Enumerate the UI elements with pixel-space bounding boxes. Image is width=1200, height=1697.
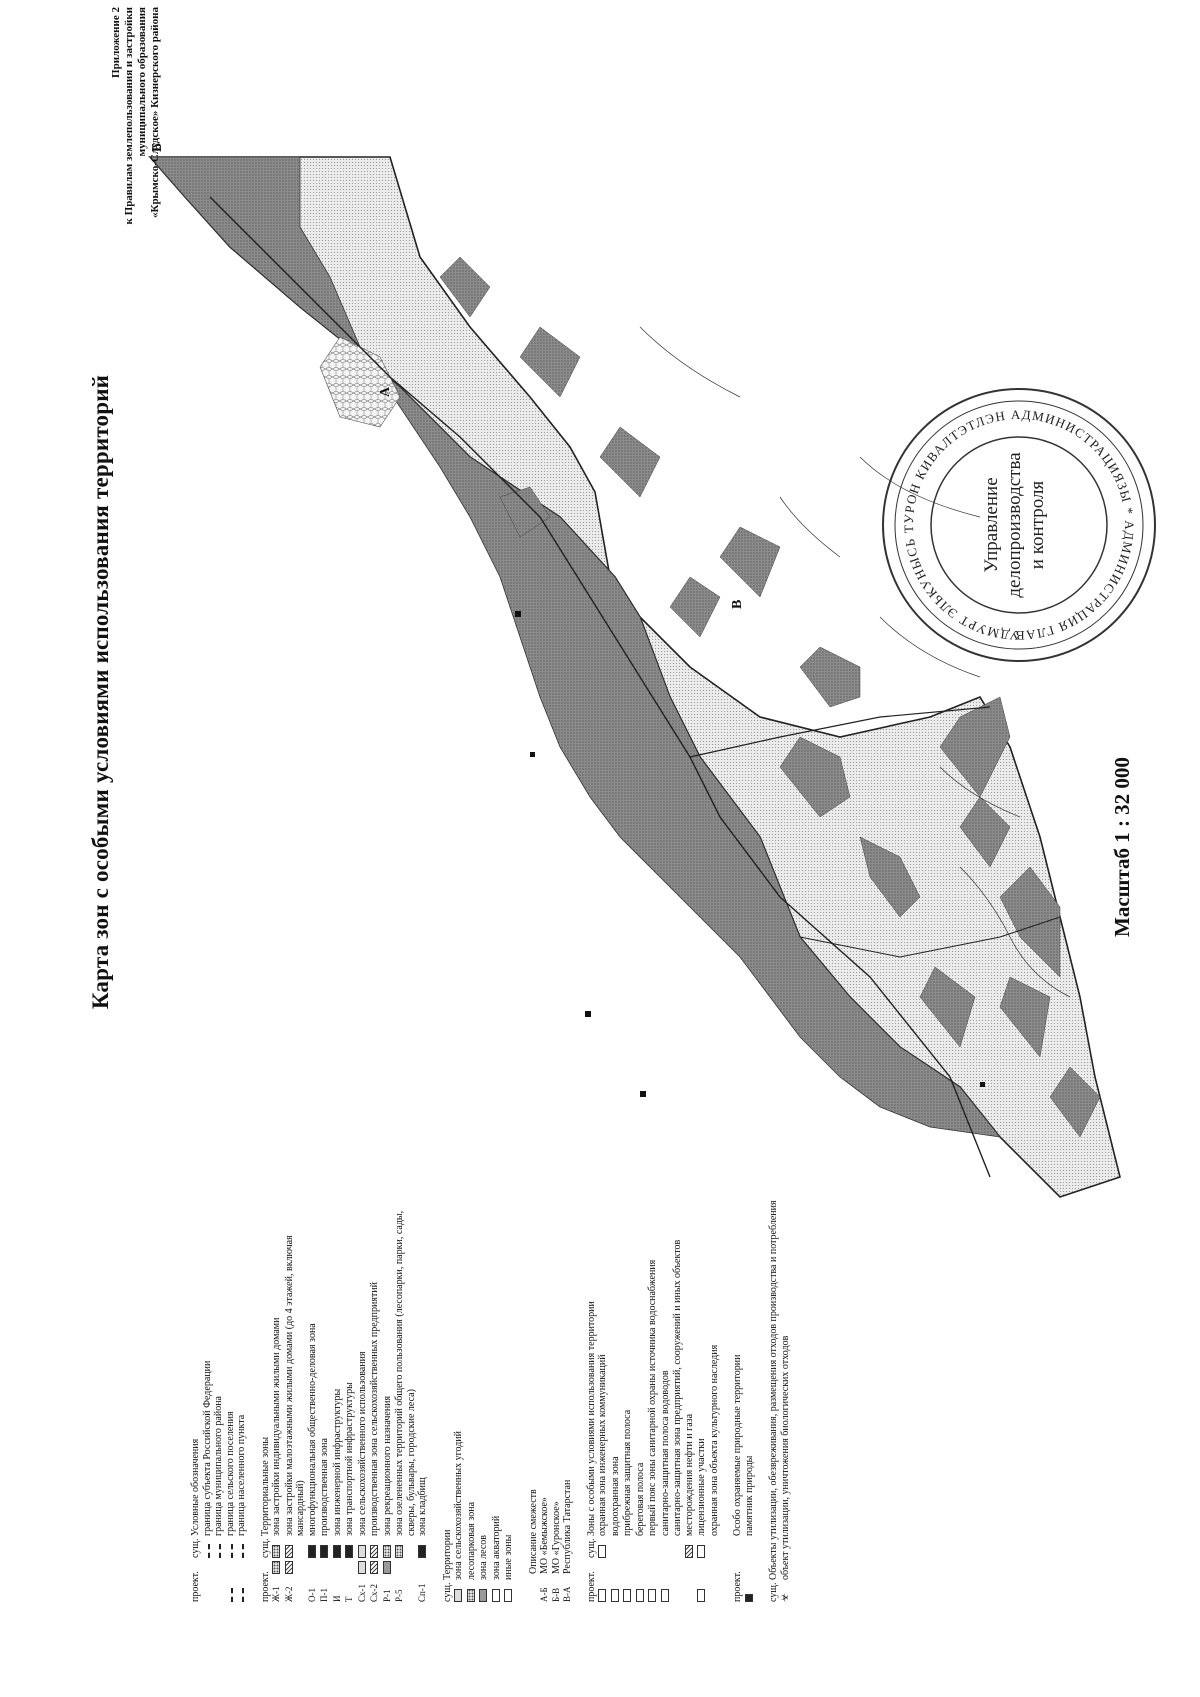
map-title: Карта зон с особыми условиями использова… [88, 374, 113, 1010]
zone-code: Т [344, 1596, 354, 1603]
hdr-proj: проект. [585, 1571, 597, 1602]
territory-item: зона акваторий [490, 1515, 502, 1580]
zone-label: зона застройки малоэтажными жилыми домам… [283, 1235, 307, 1536]
waste-item: объект утилизации, уничтожения биологиче… [779, 1335, 791, 1580]
map-scale: Масштаб 1 : 32 000 [1110, 757, 1134, 937]
special-item: водоохранная зона [609, 1456, 621, 1536]
neighbor-label: МО «Бемыжское» [539, 1497, 550, 1574]
zone-label: зона сельскохозяйственного использования [356, 1351, 368, 1536]
legend-title: Территории [441, 1529, 453, 1580]
special-item: лицензионные участки [696, 1438, 707, 1536]
zone-code: О-1 [306, 1588, 317, 1602]
special-item: первый пояс зоны санитарной охраны источ… [647, 1259, 658, 1536]
official-stamp [882, 388, 1156, 662]
stamp-line-3: и контроля [1027, 480, 1048, 570]
streams [639, 326, 1071, 998]
zone-code: Р-1 [381, 1589, 392, 1602]
neighbor-code: В-А [562, 1586, 572, 1603]
boundary-letter-a: А [378, 386, 393, 397]
legend-item: граница субъекта Российской Федерации [201, 1360, 213, 1536]
stamp-ring-text: УДМУРТ ЭЛЬКУНЫСЬ ТУРОН КИВАЛТЭТЛЭН АДМИН… [895, 407, 1137, 661]
stamp-line-2: делопроизводства [1004, 452, 1025, 598]
zone-code: Ж-1 [271, 1586, 281, 1602]
zone-label: зона инженерной инфраструктуры [331, 1388, 343, 1536]
legend-special-zones: проект. сущ. Зоны с особыми условиями ис… [586, 1182, 721, 1602]
hdr-sush: сущ. [441, 1582, 453, 1602]
zone-label: производственная зона сельскохозяйственн… [369, 1281, 380, 1536]
neighbor-label: МО «Гуронское» [550, 1501, 562, 1574]
protected-item: памятник природы [743, 1455, 755, 1536]
special-item: прибрежная защитная полоса [622, 1409, 633, 1536]
zone-label: многофункциональная общественно-деловая … [306, 1323, 318, 1536]
zone-code: Р-5 [394, 1589, 404, 1602]
zone-label: зона кладбищ [417, 1477, 428, 1536]
settlement-markers [515, 611, 985, 1097]
hdr-sush: сущ. [585, 1538, 597, 1558]
legend-title: Территориальные зоны [259, 1436, 271, 1536]
territory-item: лесопарковая зона [465, 1501, 477, 1580]
zone-code: И [331, 1595, 342, 1603]
hdr-sush: сущ. [768, 1582, 779, 1602]
map-legend: проект. сущ. Условные обозначения границ… [190, 1182, 803, 1602]
legend-conventional: проект. сущ. Условные обозначения границ… [190, 1182, 248, 1602]
boundary-letter-v: В [730, 599, 745, 609]
zone-label: зона рекреационного назначения [381, 1395, 393, 1536]
zone-label: зона озелененных территорий общего польз… [394, 1210, 417, 1536]
protected-area-zone [319, 336, 401, 428]
zone-label: зона транспортной инфраструктуры [344, 1382, 355, 1536]
legend-item: граница сельского поселения [224, 1411, 236, 1536]
special-item: охранная зона инженерных коммуникаций [597, 1354, 608, 1536]
zone-code: Ж-2 [283, 1586, 294, 1602]
neighbor-label: Республика Татарстан [562, 1479, 573, 1574]
special-item: санитарно-защитная зона предприятий, соо… [672, 1239, 683, 1536]
legend-item: граница населенного пункта [236, 1414, 247, 1536]
boundary-letter-b: Б [150, 142, 165, 152]
territory-item: зона сельскохозяйственных угодий [453, 1431, 464, 1580]
forest-patches [439, 256, 1101, 1138]
special-item: месторождения нефти и газа [683, 1413, 695, 1536]
zone-label: производственная зона [319, 1438, 330, 1536]
hdr-proj: проект. [732, 1571, 743, 1602]
appendix-line-3: муниципального образования [136, 7, 148, 157]
hdr-sush: сущ. [190, 1538, 201, 1558]
legend-item: граница муниципального района [213, 1396, 224, 1536]
zone-code: Сп-1 [417, 1583, 427, 1602]
territory-item: иные зоны [503, 1534, 514, 1580]
hdr-sush: сущ. [259, 1538, 271, 1558]
roads [209, 196, 1061, 1178]
zone-code: П-1 [319, 1588, 329, 1602]
legend-neighbors: Описание смежеств А-Б МО «Бемыжское» Б-В М… [528, 1182, 574, 1602]
hdr-proj: проект. [259, 1571, 271, 1602]
special-item: береговая полоса [634, 1462, 646, 1536]
special-item: охранная зона объекта культурного наслед… [708, 1344, 720, 1536]
zone-code: Сх-2 [369, 1584, 379, 1602]
territory-item: зона лесов [478, 1534, 489, 1580]
stamp-center: Управление делопроизводства и контроля [980, 389, 1049, 661]
stamp-line-1: Управление [981, 477, 1002, 573]
legend-protected: проект. Особо охраняемые природные терри… [732, 1182, 756, 1602]
legend-zones: проект. сущ. Территориальные зоны Ж-1 зон… [260, 1182, 430, 1602]
zone-code: Сх-1 [356, 1584, 367, 1602]
legend-title: Особо охраняемые природные территории [732, 1354, 743, 1536]
appendix-line-2: к Правилам землепользования и застройки [123, 7, 135, 225]
appendix-note: Приложение 2 к Правилам землепользования… [110, 7, 162, 257]
zone-label: зона застройки индивидуальными жилыми до… [271, 1317, 282, 1537]
neighbor-code: А-Б [539, 1587, 549, 1602]
legend-territories: сущ. Территории зона сельскохозяйственны… [442, 1182, 516, 1602]
hdr-proj: проект. [190, 1571, 201, 1602]
appendix-line-1: Приложение 2 [110, 7, 122, 78]
biohazard-icon: ☣ [779, 1593, 791, 1602]
legend-title: Объекты утилизации, обезвреживания, разм… [768, 1200, 779, 1580]
legend-waste: сущ. Объекты утилизации, обезвреживания,… [768, 1182, 791, 1602]
forest-zone-main [149, 156, 1001, 1138]
legend-title: Зоны с особыми условиями использования т… [585, 1301, 597, 1536]
legend-title: Условные обозначения [190, 1438, 201, 1536]
legend-title: Описание смежеств [527, 1489, 539, 1574]
neighbor-code: Б-В [550, 1587, 561, 1602]
special-item: санитарно-защитная полоса водоводов [659, 1370, 671, 1536]
appendix-line-4: «Крымско-Слудское» Кизнерского района [149, 7, 161, 219]
